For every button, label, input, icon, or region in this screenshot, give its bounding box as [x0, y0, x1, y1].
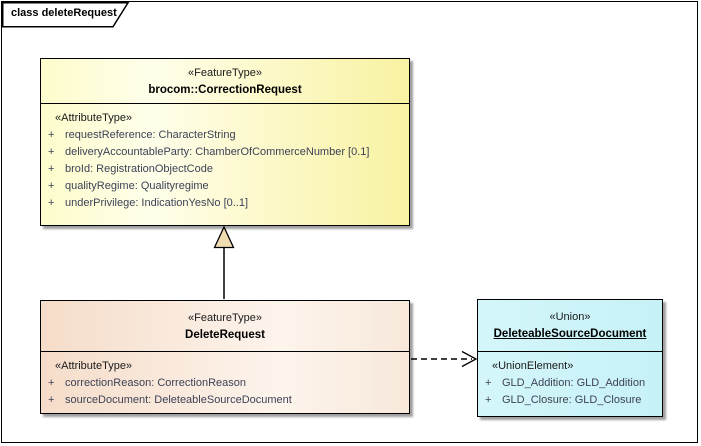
frame-tab-shape: [2, 2, 130, 28]
stereotype-label: «Union»: [549, 311, 591, 323]
class-box-delete-request[interactable]: «FeatureType» DeleteRequest «AttributeTy…: [40, 300, 410, 414]
visibility-marker: +: [485, 377, 492, 389]
class-header-correction-request: «FeatureType» brocom::CorrectionRequest: [41, 59, 409, 104]
attribute-row: + deliveryAccountableParty: ChamberOfCom…: [41, 144, 409, 161]
class-name: DeleteableSourceDocument: [493, 328, 647, 340]
attribute-row: + correctionReason: CorrectionReason: [41, 375, 409, 392]
class-box-deleteable-source-document[interactable]: «Union» DeleteableSourceDocument «UnionE…: [477, 299, 663, 417]
diagram-frame-tab: class deleteRequest: [2, 2, 132, 28]
attribute-stereotype: «AttributeType»: [55, 112, 133, 124]
diagram-title: class deleteRequest: [11, 7, 117, 19]
attribute-text: sourceDocument: DeleteableSourceDocument: [65, 394, 292, 406]
attribute-row: + sourceDocument: DeleteableSourceDocume…: [41, 392, 409, 409]
visibility-marker: +: [48, 377, 55, 389]
class-name: DeleteRequest: [185, 329, 265, 341]
attribute-row: + requestReference: CharacterString: [41, 127, 409, 144]
attribute-text: underPrivilege: IndicationYesNo [0..1]: [65, 197, 249, 209]
visibility-marker: +: [48, 129, 55, 141]
class-name: brocom::CorrectionRequest: [148, 84, 302, 96]
attribute-row: + GLD_Addition: GLD_Addition: [478, 375, 662, 392]
attribute-compartment: «AttributeType» + correctionReason: Corr…: [41, 352, 409, 409]
visibility-marker: +: [48, 197, 55, 209]
attribute-row: + broId: RegistrationObjectCode: [41, 161, 409, 178]
attribute-row: + underPrivilege: IndicationYesNo [0..1]: [41, 195, 409, 212]
attribute-row: + GLD_Closure: GLD_Closure: [478, 392, 662, 409]
visibility-marker: +: [48, 394, 55, 406]
attribute-text: qualityRegime: Qualityregime: [65, 180, 209, 192]
attribute-compartment: «AttributeType» + requestReference: Char…: [41, 104, 409, 212]
visibility-marker: +: [48, 146, 55, 158]
stereotype-label: «FeatureType»: [188, 312, 262, 324]
attribute-stereotype: «UnionElement»: [492, 360, 574, 372]
attribute-text: requestReference: CharacterString: [65, 129, 236, 141]
visibility-marker: +: [48, 163, 55, 175]
attribute-text: GLD_Addition: GLD_Addition: [502, 377, 646, 389]
attribute-stereotype: «AttributeType»: [55, 360, 133, 372]
attribute-text: broId: RegistrationObjectCode: [65, 163, 213, 175]
class-header-delete-request: «FeatureType» DeleteRequest: [41, 301, 409, 352]
class-box-correction-request[interactable]: «FeatureType» brocom::CorrectionRequest …: [40, 58, 410, 226]
attribute-text: deliveryAccountableParty: ChamberOfComme…: [65, 146, 370, 158]
attribute-row: + qualityRegime: Qualityregime: [41, 178, 409, 195]
visibility-marker: +: [48, 180, 55, 192]
attribute-text: GLD_Closure: GLD_Closure: [502, 394, 642, 406]
attribute-compartment: «UnionElement» + GLD_Addition: GLD_Addit…: [478, 352, 662, 409]
visibility-marker: +: [485, 394, 492, 406]
attribute-text: correctionReason: CorrectionReason: [65, 377, 246, 389]
class-header-deleteable-source-document: «Union» DeleteableSourceDocument: [478, 300, 662, 352]
stereotype-label: «FeatureType»: [188, 67, 262, 79]
